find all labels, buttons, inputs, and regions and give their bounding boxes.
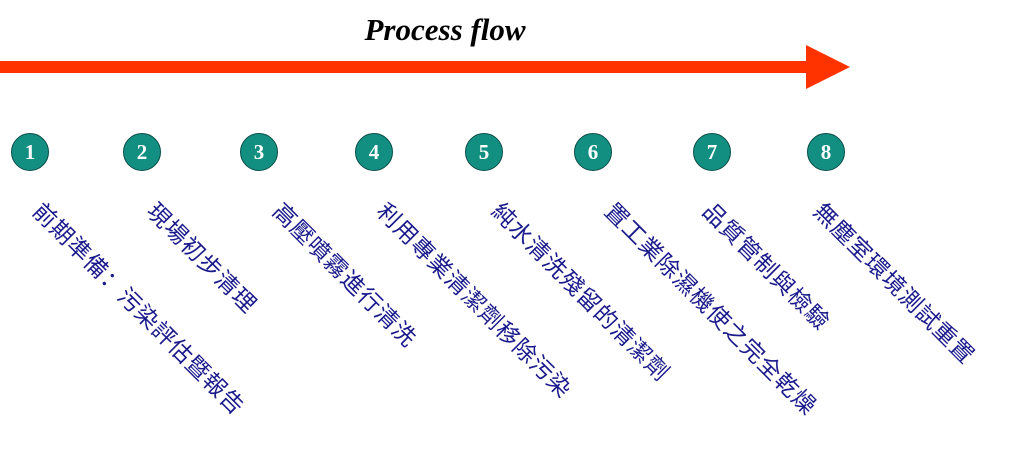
step-6-circle: 6 [574, 133, 612, 171]
step-8-circle: 8 [807, 133, 845, 171]
step-3-circle: 3 [240, 133, 278, 171]
step-1-circle: 1 [11, 133, 49, 171]
step-7-circle: 7 [693, 133, 731, 171]
step-4-circle: 4 [355, 133, 393, 171]
step-5-circle: 5 [465, 133, 503, 171]
diagram-title: Process flow [364, 12, 526, 47]
step-2-circle: 2 [123, 133, 161, 171]
arrow-head [806, 45, 850, 89]
arrow-shaft [0, 61, 812, 73]
